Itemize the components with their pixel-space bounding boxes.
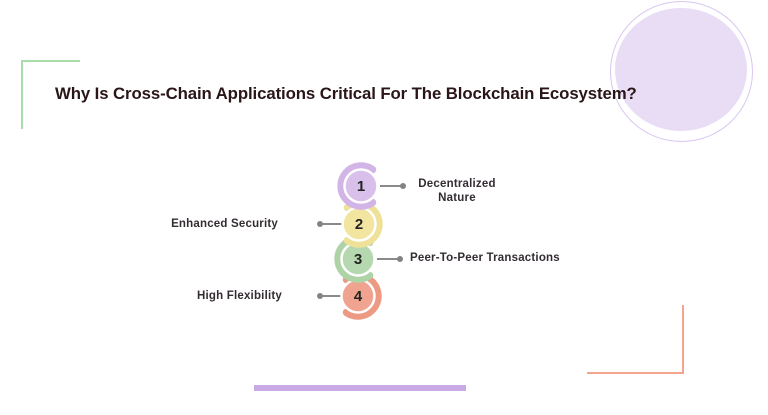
connector-dot-4 [317,293,323,299]
step-number: 2 [355,216,363,233]
circle-outline-decoration [610,1,753,142]
connector-dot-2 [317,221,323,227]
step-label-high-flexibility: High Flexibility [197,290,282,302]
purple-blob-decoration [615,8,747,131]
connector-line-3 [377,258,398,260]
purple-underline-bar [254,385,466,391]
connector-line-1 [380,185,401,187]
green-corner-bracket [21,60,80,129]
salmon-corner-bracket [587,305,684,374]
step-number: 4 [354,288,363,305]
step-arc [337,162,377,210]
connector-line-2 [322,223,342,225]
page-title: Why Is Cross-Chain Applications Critical… [55,84,637,103]
step-badge-1: 1 [333,158,389,214]
step-label-decentralized-nature: Decentralized Nature [418,178,496,204]
step-circle [343,168,379,204]
step-label-peer-to-peer-transactions: Peer-To-Peer Transactions [410,252,560,264]
step-number: 1 [357,178,365,195]
step-label-enhanced-security: Enhanced Security [171,218,278,230]
connector-line-4 [322,295,341,297]
connector-dot-3 [397,256,403,262]
connector-dot-1 [400,183,406,189]
step-number: 3 [354,251,362,268]
